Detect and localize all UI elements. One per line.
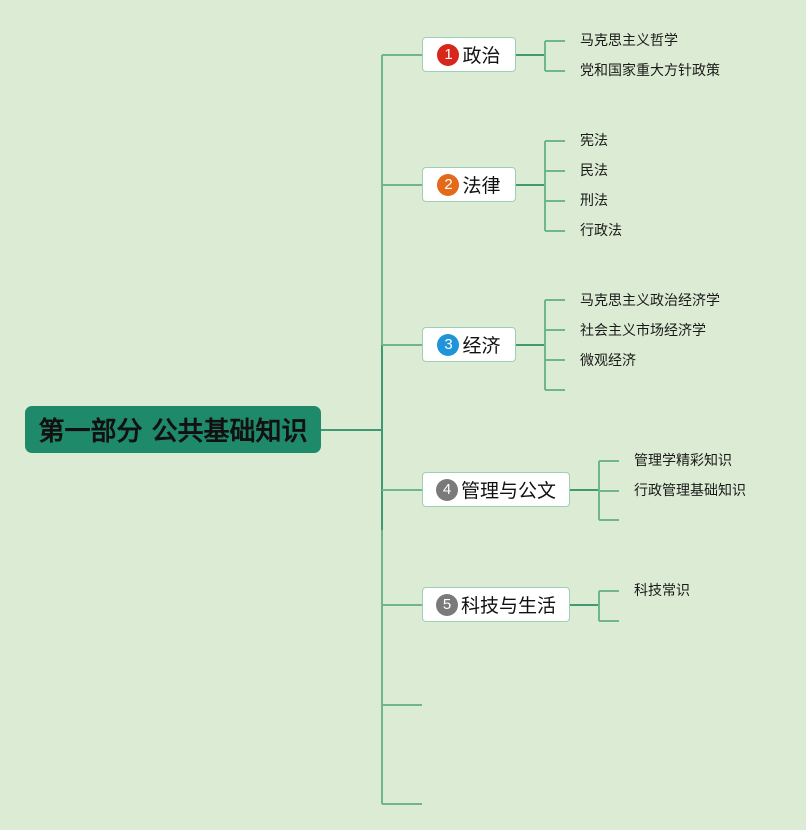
root-topic[interactable]: 第一部分 公共基础知识 bbox=[25, 406, 321, 453]
subtopic[interactable]: 社会主义市场经济学 bbox=[580, 323, 706, 339]
subtopic[interactable]: 宪法 bbox=[580, 133, 608, 149]
subtopic[interactable]: 科技常识 bbox=[634, 583, 690, 599]
topic-technology[interactable]: 5 科技与生活 bbox=[422, 587, 570, 622]
subtopic[interactable]: 行政法 bbox=[580, 223, 622, 239]
subtopic[interactable]: 微观经济 bbox=[580, 353, 636, 369]
number-badge-icon: 1 bbox=[437, 43, 460, 66]
subtopic[interactable]: 民法 bbox=[580, 163, 608, 179]
topic-label: 经济 bbox=[462, 335, 501, 357]
topic-politics[interactable]: 1 政治 bbox=[422, 37, 516, 72]
subtopic[interactable]: 刑法 bbox=[580, 193, 608, 209]
number-badge-icon: 2 bbox=[437, 173, 460, 196]
topic-law[interactable]: 2 法律 bbox=[422, 167, 516, 202]
number-badge-icon: 4 bbox=[435, 478, 458, 501]
topic-management[interactable]: 4 管理与公文 bbox=[422, 472, 570, 507]
topic-label: 政治 bbox=[462, 45, 501, 67]
topic-label: 管理与公文 bbox=[460, 480, 556, 502]
subtopic[interactable]: 马克思主义哲学 bbox=[580, 33, 678, 49]
topic-label: 科技与生活 bbox=[460, 595, 556, 617]
subtopic[interactable]: 行政管理基础知识 bbox=[634, 483, 746, 499]
subtopic[interactable]: 马克思主义政治经济学 bbox=[580, 293, 720, 309]
topic-label: 法律 bbox=[462, 175, 501, 197]
topic-economy[interactable]: 3 经济 bbox=[422, 327, 516, 362]
subtopic[interactable]: 党和国家重大方针政策 bbox=[580, 63, 720, 79]
root-topic-label: 第一部分 公共基础知识 bbox=[38, 417, 308, 447]
number-badge-icon: 5 bbox=[435, 593, 458, 616]
number-badge-icon: 3 bbox=[437, 333, 460, 356]
subtopic[interactable]: 管理学精彩知识 bbox=[634, 453, 732, 469]
